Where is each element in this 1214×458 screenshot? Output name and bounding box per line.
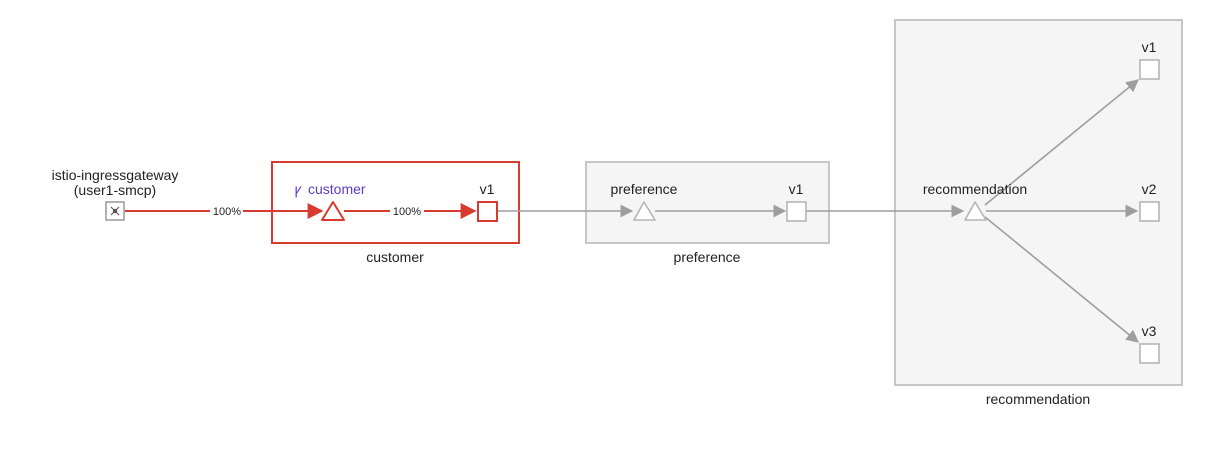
service-label-preference: preference bbox=[611, 181, 678, 197]
virtual-service-icon: ꝩ bbox=[294, 181, 302, 198]
workload-label-recommendation-v1: v1 bbox=[1142, 39, 1157, 55]
gateway-icon bbox=[110, 206, 120, 216]
workload-label-preference-v1: v1 bbox=[789, 181, 804, 197]
workload-label-recommendation-v3: v3 bbox=[1142, 323, 1157, 339]
edge-recommendation-to-v1[interactable] bbox=[984, 79, 1139, 206]
workload-node-recommendation-v3[interactable] bbox=[1139, 343, 1160, 364]
edge-recommendation-to-v3[interactable] bbox=[984, 216, 1139, 343]
ingress-gateway-node[interactable] bbox=[105, 201, 125, 221]
workload-label-customer-v1: v1 bbox=[480, 181, 495, 197]
workload-node-preference-v1[interactable] bbox=[786, 201, 807, 222]
workload-node-recommendation-v2[interactable] bbox=[1139, 201, 1160, 222]
service-label-recommendation: recommendation bbox=[923, 181, 1027, 197]
edge-label-ingress-to-customer: 100% bbox=[213, 206, 241, 218]
service-node-preference[interactable] bbox=[633, 201, 656, 221]
service-node-customer[interactable] bbox=[321, 201, 345, 221]
workload-node-recommendation-v1[interactable] bbox=[1139, 59, 1160, 80]
edge-label-customer-to-v1: 100% bbox=[393, 206, 421, 218]
app-box-label-recommendation: recommendation bbox=[986, 391, 1090, 407]
service-label-customer: customer bbox=[308, 181, 366, 197]
app-box-recommendation[interactable] bbox=[894, 19, 1183, 386]
workload-label-recommendation-v2: v2 bbox=[1142, 181, 1157, 197]
app-box-label-customer: customer bbox=[366, 249, 424, 265]
workload-node-customer-v1[interactable] bbox=[477, 201, 498, 222]
ingress-gateway-label-line1: istio-ingressgateway bbox=[52, 167, 179, 183]
app-box-label-preference: preference bbox=[674, 249, 741, 265]
ingress-gateway-label-line2: (user1-smcp) bbox=[74, 182, 156, 198]
service-node-recommendation[interactable] bbox=[964, 201, 987, 221]
